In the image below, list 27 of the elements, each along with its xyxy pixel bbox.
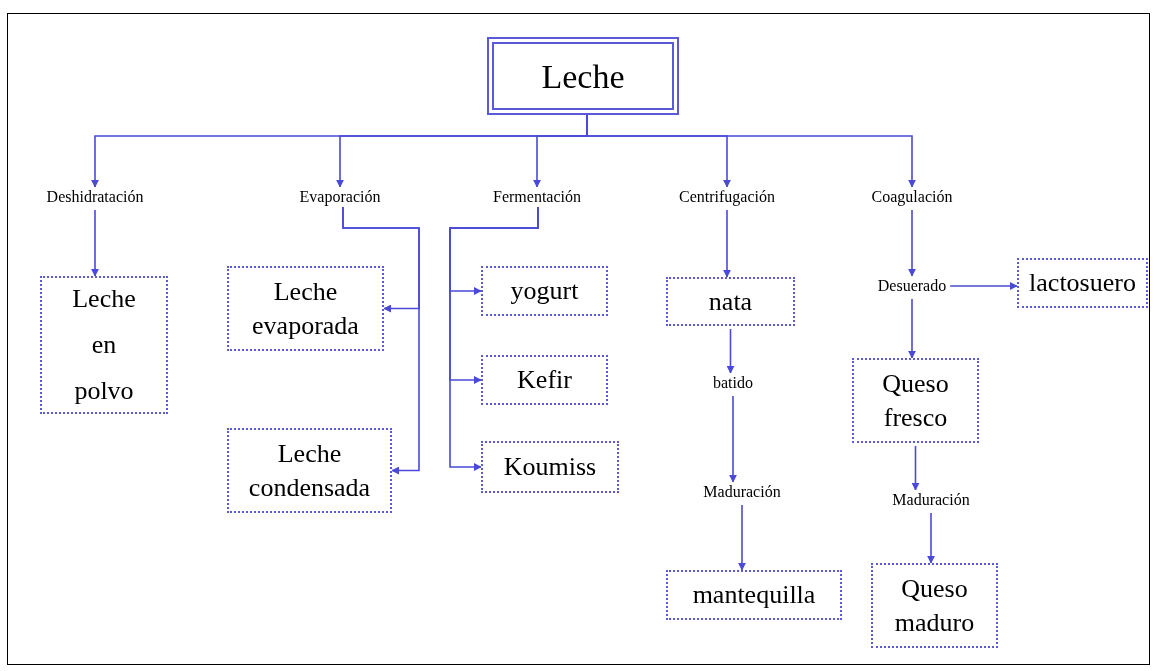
process-label: Centrifugación [679, 187, 775, 207]
product-box: Leche evaporada [227, 266, 384, 351]
root-box: Leche [487, 37, 679, 115]
arrow [911, 445, 920, 491]
product-box: Leche condensada [227, 428, 392, 513]
product-box: nata [666, 277, 795, 326]
arrow [91, 209, 99, 277]
arrow [927, 512, 935, 564]
arrow [908, 209, 916, 277]
process-label: Evaporación [299, 187, 381, 207]
process-label: Coagulación [871, 187, 953, 207]
product-box: Leche en polvo [40, 276, 168, 414]
product-box: mantequilla [666, 570, 842, 620]
arrow [449, 206, 539, 471]
arrow [949, 282, 1018, 290]
arrow [729, 395, 737, 483]
product-box: Kefir [481, 355, 608, 405]
product-box: Queso fresco [852, 358, 979, 443]
arrow [726, 328, 735, 374]
arrow [723, 209, 731, 278]
arrow [738, 504, 746, 571]
product-box: Koumiss [481, 441, 619, 493]
arrow [342, 206, 420, 475]
product-box: yogurt [481, 266, 608, 316]
arrow [908, 298, 916, 359]
product-box: lactosuero [1017, 258, 1148, 308]
product-box: Queso maduro [871, 563, 998, 648]
